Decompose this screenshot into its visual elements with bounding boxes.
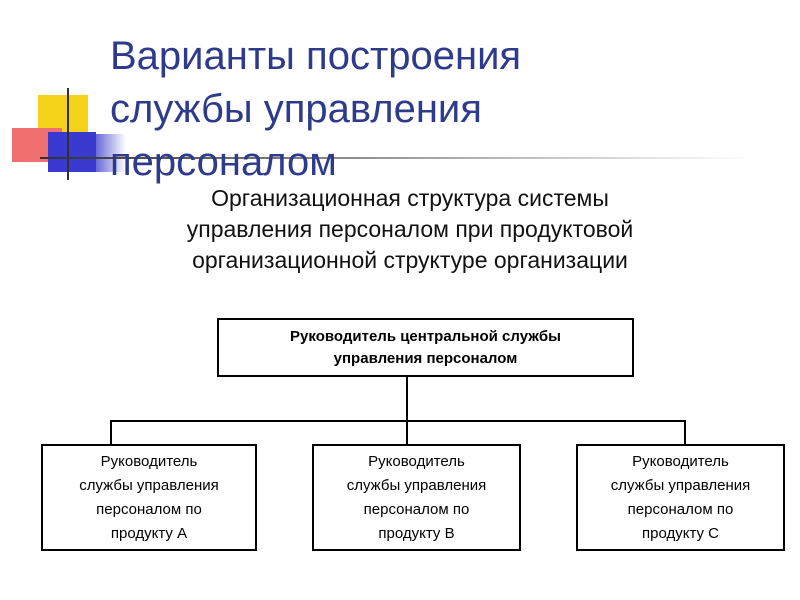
org-child-box-c: Руководитель службы управления персонало… bbox=[576, 444, 785, 551]
decor-blue-fade bbox=[96, 134, 126, 172]
connector-head-down bbox=[406, 377, 408, 421]
org-head-box: Руководитель центральной службы управлен… bbox=[217, 318, 634, 377]
org-child-box-a: Руководитель службы управления персонало… bbox=[41, 444, 257, 551]
org-child-box-b: Руководитель службы управления персонало… bbox=[312, 444, 521, 551]
decor-horizontal-line bbox=[40, 157, 750, 159]
connector-child-a bbox=[110, 420, 112, 444]
decor-vertical-line bbox=[67, 88, 69, 180]
connector-child-c bbox=[684, 420, 686, 444]
decor-blue-square bbox=[48, 132, 96, 172]
slide-subtitle: Организационная структура системы управл… bbox=[186, 185, 634, 273]
slide-title: Варианты построения службы управления пе… bbox=[110, 34, 522, 184]
connector-child-b bbox=[406, 420, 408, 444]
connector-horizontal bbox=[110, 420, 686, 422]
